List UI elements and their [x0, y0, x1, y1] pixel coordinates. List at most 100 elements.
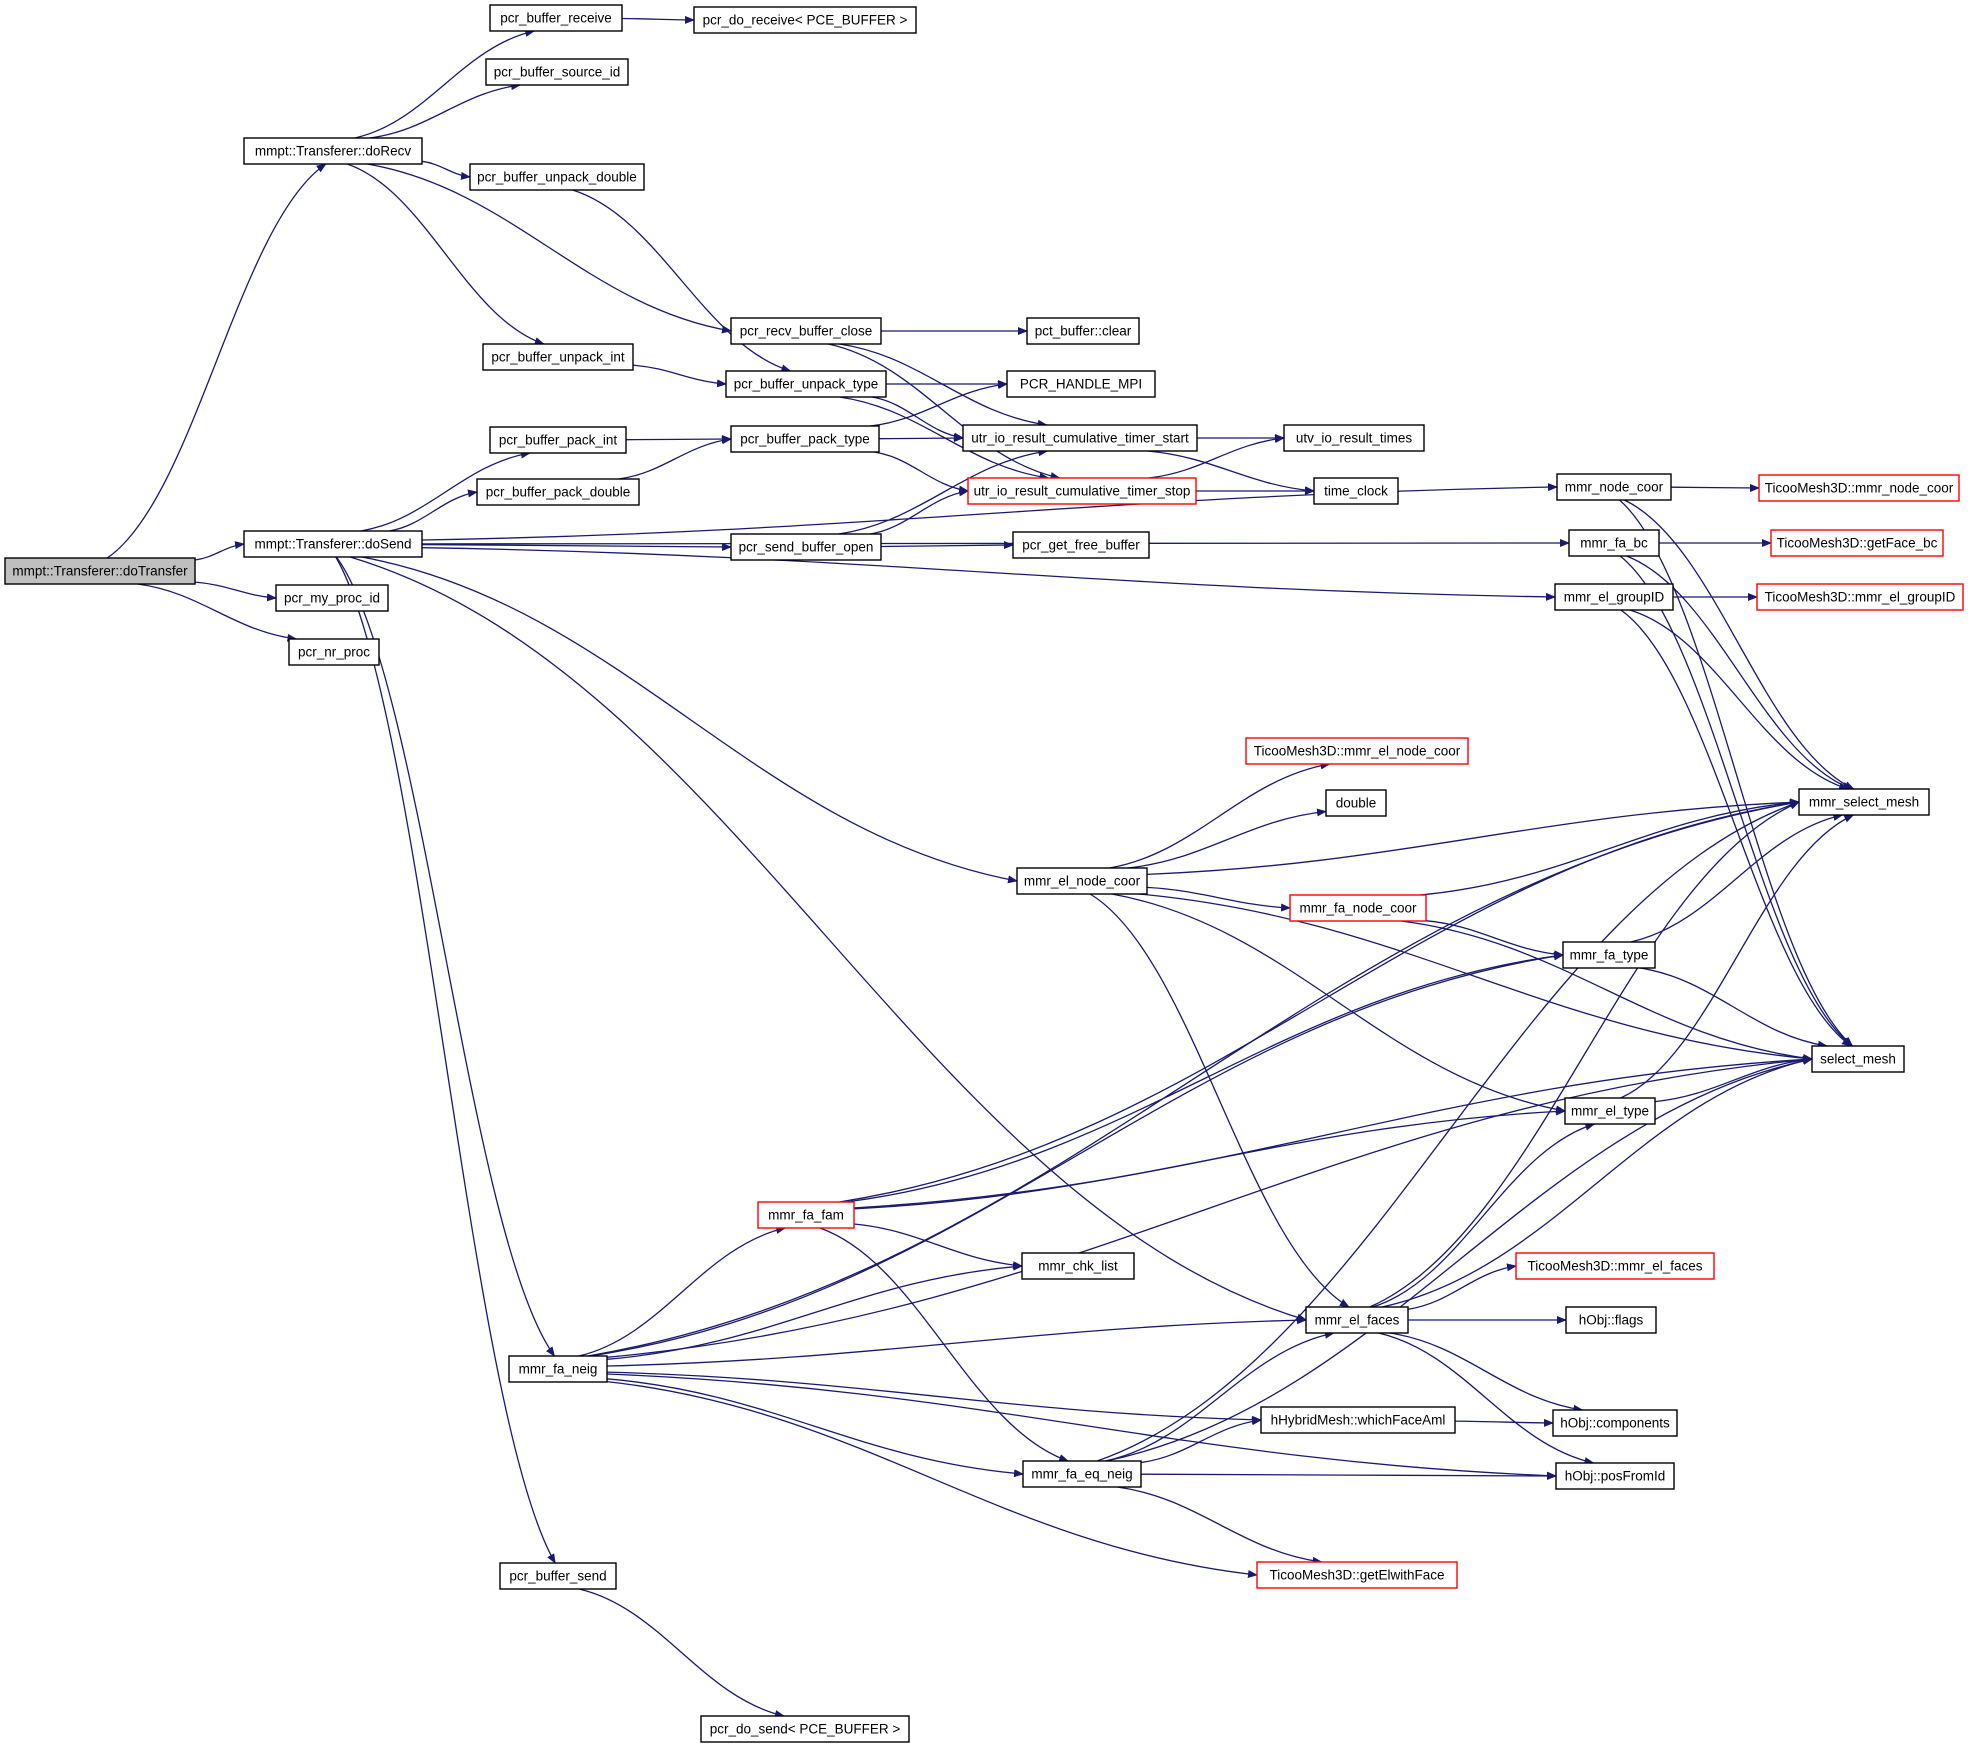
node-t_getFace_bc[interactable]: TicooMesh3D::getFace_bc: [1770, 529, 1944, 557]
node-get_free[interactable]: pcr_get_free_buffer: [1012, 531, 1150, 559]
edge-pack_int-to-pack_type: [625, 435, 732, 444]
edge-fa_neig-to-whichFaceAml: [606, 1371, 1262, 1424]
edge-fa_fam-to-select_mesh: [853, 1055, 1813, 1209]
node-pack_int[interactable]: pcr_buffer_pack_int: [489, 426, 627, 454]
node-label: select_mesh: [1820, 1052, 1896, 1067]
edge-doSend-to-el_groupID: [421, 547, 1556, 601]
node-fa_eq_neig[interactable]: mmr_fa_eq_neig: [1022, 1460, 1142, 1488]
node-label: double: [1336, 796, 1377, 811]
node-box: [1515, 1252, 1715, 1280]
edge-node_coor-to-t_node_coor: [1670, 483, 1760, 492]
node-label: pcr_buffer_unpack_int: [491, 350, 625, 365]
node-el_type[interactable]: mmr_el_type: [1564, 1097, 1656, 1125]
node-handle_mpi[interactable]: PCR_HANDLE_MPI: [1006, 370, 1156, 398]
edge-unpack_type-to-timer_stop: [839, 396, 1050, 481]
node-buf_send[interactable]: pcr_buffer_send: [499, 1562, 617, 1590]
edge-send_open-to-timer_start: [838, 448, 1049, 535]
node-label: utr_io_result_cumulative_timer_stop: [974, 484, 1191, 499]
node-pack_type[interactable]: pcr_buffer_pack_type: [730, 425, 880, 453]
node-result_times[interactable]: utv_io_result_times: [1283, 424, 1425, 452]
node-posFromId[interactable]: hObj::posFromId: [1555, 1462, 1675, 1490]
node-label: mmpt::Transferer::doTransfer: [12, 564, 188, 579]
edge-doRecv-to-recv_close: [367, 163, 732, 334]
node-double[interactable]: double: [1325, 789, 1387, 817]
node-box: [1256, 1561, 1458, 1589]
node-source_id[interactable]: pcr_buffer_source_id: [485, 58, 629, 86]
node-fa_bc[interactable]: mmr_fa_bc: [1568, 529, 1660, 557]
node-nr_proc[interactable]: pcr_nr_proc: [288, 638, 380, 666]
node-fa_node_coor[interactable]: mmr_fa_node_coor: [1289, 894, 1427, 922]
node-do_receive[interactable]: pcr_do_receive< PCE_BUFFER >: [693, 6, 917, 34]
node-flags[interactable]: hObj::flags: [1565, 1306, 1657, 1334]
edge-el_groupID-to-mmr_select_mesh: [1629, 609, 1850, 791]
node-getElwithFace[interactable]: TicooMesh3D::getElwithFace: [1256, 1561, 1458, 1589]
node-fa_neig[interactable]: mmr_fa_neig: [508, 1355, 608, 1383]
node-el_faces[interactable]: mmr_el_faces: [1305, 1306, 1409, 1334]
node-label: hObj::posFromId: [1565, 1469, 1666, 1484]
node-unpack_type[interactable]: pcr_buffer_unpack_type: [725, 370, 887, 398]
node-send_open[interactable]: pcr_send_buffer_open: [730, 533, 882, 561]
edge-el_groupID-to-select_mesh: [1620, 609, 1852, 1047]
node-box: [693, 6, 917, 34]
node-chk_list[interactable]: mmr_chk_list: [1021, 1252, 1135, 1280]
edge-el_node_coor-to-el_faces: [1089, 893, 1350, 1308]
node-box: [730, 317, 882, 345]
node-t_el_groupID[interactable]: TicooMesh3D::mmr_el_groupID: [1756, 583, 1964, 611]
node-recv_close[interactable]: pcr_recv_buffer_close: [730, 317, 882, 345]
edge-fa_neig-to-el_faces: [606, 1316, 1307, 1367]
node-t_node_coor[interactable]: TicooMesh3D::mmr_node_coor: [1758, 474, 1960, 502]
edge-el_faces-to-posFromId: [1378, 1332, 1595, 1465]
edge-pack_type-to-timer_stop: [874, 451, 969, 494]
node-label: pcr_get_free_buffer: [1022, 538, 1140, 553]
edge-doTransfer-to-doRecv: [106, 163, 327, 559]
node-node_coor[interactable]: mmr_node_coor: [1556, 473, 1672, 501]
node-unpack_double[interactable]: pcr_buffer_unpack_double: [469, 163, 645, 191]
node-el_node_coor[interactable]: mmr_el_node_coor: [1016, 867, 1148, 895]
node-doTransfer[interactable]: mmpt::Transferer::doTransfer: [4, 557, 196, 585]
node-box: [1770, 529, 1944, 557]
node-timer_start[interactable]: utr_io_result_cumulative_timer_start: [962, 424, 1198, 452]
edge-el_node_coor-to-t_el_node_coor: [1109, 761, 1331, 869]
node-box: [499, 1562, 617, 1590]
node-t_el_node_coor[interactable]: TicooMesh3D::mmr_el_node_coor: [1245, 737, 1469, 765]
edge-fa_eq_neig-to-mmr_select_mesh: [1096, 801, 1800, 1462]
node-box: [1556, 473, 1672, 501]
edge-pack_type-to-timer_start: [878, 434, 964, 443]
node-box: [1554, 583, 1674, 611]
node-label: pcr_buffer_source_id: [494, 65, 621, 80]
node-pack_double[interactable]: pcr_buffer_pack_double: [476, 478, 640, 506]
node-doRecv[interactable]: mmpt::Transferer::doRecv: [243, 137, 423, 165]
edge-doSend-to-send_open: [421, 542, 732, 551]
node-fa_type[interactable]: mmr_fa_type: [1562, 941, 1656, 969]
node-doSend[interactable]: mmpt::Transferer::doSend: [243, 530, 423, 558]
node-box: [1016, 867, 1148, 895]
node-label: mmr_el_faces: [1315, 1313, 1400, 1328]
node-pct_clear[interactable]: pct_buffer::clear: [1026, 317, 1140, 345]
node-label: mmr_fa_neig: [519, 1362, 598, 1377]
edge-fa_bc-to-mmr_select_mesh: [1626, 555, 1853, 790]
node-my_proc_id[interactable]: pcr_my_proc_id: [275, 584, 389, 612]
node-unpack_int[interactable]: pcr_buffer_unpack_int: [482, 343, 634, 371]
node-time_clock[interactable]: time_clock: [1313, 477, 1399, 505]
node-timer_stop[interactable]: utr_io_result_cumulative_timer_stop: [967, 477, 1197, 505]
node-select_mesh[interactable]: select_mesh: [1811, 1045, 1905, 1073]
node-label: mmr_fa_eq_neig: [1031, 1467, 1132, 1482]
node-label: pcr_buffer_pack_double: [486, 485, 631, 500]
node-box: [730, 425, 880, 453]
edge-unpack_double-to-unpack_type: [572, 189, 792, 373]
node-whichFaceAml[interactable]: hHybridMesh::whichFaceAml: [1260, 1406, 1456, 1434]
node-do_send[interactable]: pcr_do_send< PCE_BUFFER >: [700, 1715, 910, 1743]
edge-doRecv-to-buf_receive: [354, 29, 536, 139]
nodes-layer: mmpt::Transferer::doTransfer mmpt::Transf…: [4, 4, 1964, 1743]
node-label: mmpt::Transferer::doSend: [254, 537, 411, 552]
node-mmr_select_mesh[interactable]: mmr_select_mesh: [1798, 788, 1930, 816]
node-components[interactable]: hObj::components: [1552, 1409, 1678, 1437]
node-fa_fam[interactable]: mmr_fa_fam: [757, 1201, 855, 1229]
node-box: [469, 163, 645, 191]
edge-el_node_coor-to-select_mesh: [1138, 893, 1813, 1063]
node-el_groupID[interactable]: mmr_el_groupID: [1554, 583, 1674, 611]
node-box: [489, 426, 627, 454]
node-buf_receive[interactable]: pcr_buffer_receive: [489, 4, 623, 32]
node-t_el_faces[interactable]: TicooMesh3D::mmr_el_faces: [1515, 1252, 1715, 1280]
